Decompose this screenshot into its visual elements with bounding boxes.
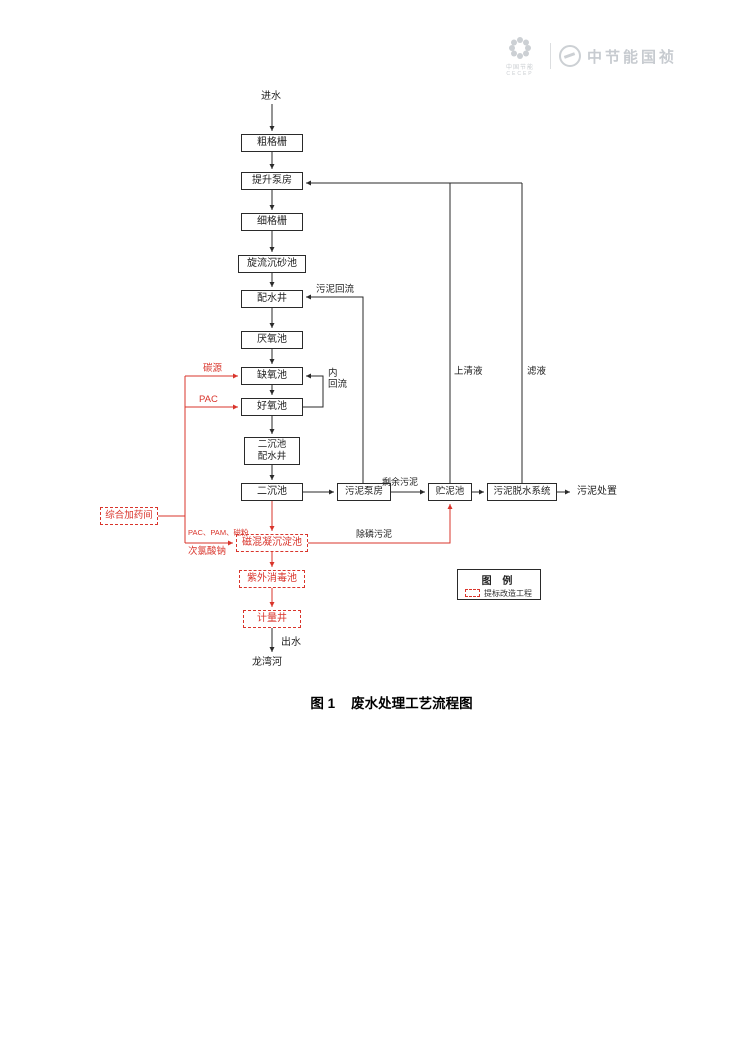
header-logos: 中国节能 CECEP 中节能国祯 <box>506 34 726 78</box>
legend-box: 图 例 提标改造工程 <box>457 569 541 600</box>
pac-label: PAC <box>199 394 218 405</box>
internal-recycle-label: 内 回流 <box>328 368 347 390</box>
sludge-return-label: 污泥回流 <box>316 284 355 295</box>
red-upgrade-arrows <box>157 373 453 607</box>
node-secondary-distribution-well-line2: 配水井 <box>257 451 287 462</box>
cecep-cn-label: 中国节能 <box>506 65 535 71</box>
guozhen-ring-icon <box>559 45 582 67</box>
node-uv-disinfection-tank: 紫外消毒池 <box>239 570 305 588</box>
node-secondary-distribution-well: 二沉池 配水井 <box>244 437 300 465</box>
node-magnetic-coagulation-tank: 磁混凝沉淀池 <box>236 534 308 552</box>
sludge-disposal-label: 污泥处置 <box>577 486 617 497</box>
figure-caption-number: 图 1 <box>310 696 336 711</box>
influent-label: 进水 <box>261 91 281 102</box>
dosing-chemicals-label: PAC、PAM、磁粉 <box>188 528 249 537</box>
effluent-label: 出水 <box>281 637 301 648</box>
sodium-hypochlorite-label: 次氯酸钠 <box>188 546 227 557</box>
node-anoxic-tank: 缺氧池 <box>241 367 303 385</box>
node-anaerobic-tank: 厌氧池 <box>241 331 303 349</box>
node-sludge-storage-tank: 贮泥池 <box>428 483 472 501</box>
legend-title: 图 例 <box>481 576 517 587</box>
node-secondary-clarifier: 二沉池 <box>241 483 303 501</box>
phosphorus-sludge-label: 除磷污泥 <box>356 529 393 539</box>
excess-sludge-label: 剩余污泥 <box>382 477 419 487</box>
legend-red-dashed-swatch <box>465 589 480 597</box>
node-distribution-well: 配水井 <box>241 290 303 308</box>
node-sludge-pump-station: 污泥泵房 <box>337 483 391 501</box>
figure-caption-title: 废水处理工艺流程图 <box>351 696 473 711</box>
node-aerobic-tank: 好氧池 <box>241 398 303 416</box>
internal-recycle-line2: 回流 <box>328 379 348 390</box>
cecep-logo: 中国节能 CECEP <box>506 35 534 77</box>
supernatant-label: 上清液 <box>454 366 483 377</box>
legend-item-label: 提标改造工程 <box>484 589 532 598</box>
node-sludge-dewatering-system: 污泥脱水系统 <box>487 483 557 501</box>
figure-caption: 图 1 废水处理工艺流程图 <box>40 692 743 712</box>
cecep-flower-icon <box>509 37 531 59</box>
cecep-en-label: CECEP <box>506 71 534 77</box>
node-coarse-screen: 粗格栅 <box>241 134 303 152</box>
logo-divider <box>550 43 552 69</box>
node-metering-well: 计量井 <box>243 610 301 628</box>
node-fine-screen: 细格栅 <box>241 213 303 231</box>
node-dosing-room: 综合加药间 <box>100 507 158 525</box>
river-label: 龙湾河 <box>252 657 282 668</box>
carbon-source-label: 碳源 <box>203 363 223 374</box>
internal-recycle-line1: 内 <box>328 368 338 379</box>
node-lift-pump: 提升泵房 <box>241 172 303 190</box>
black-flow-arrows <box>269 104 570 652</box>
node-secondary-distribution-well-line1: 二沉池 <box>257 439 287 450</box>
node-grit-chamber: 旋流沉砂池 <box>238 255 306 273</box>
filtrate-label: 滤液 <box>527 366 547 377</box>
brand-name: 中节能国祯 <box>587 48 678 66</box>
